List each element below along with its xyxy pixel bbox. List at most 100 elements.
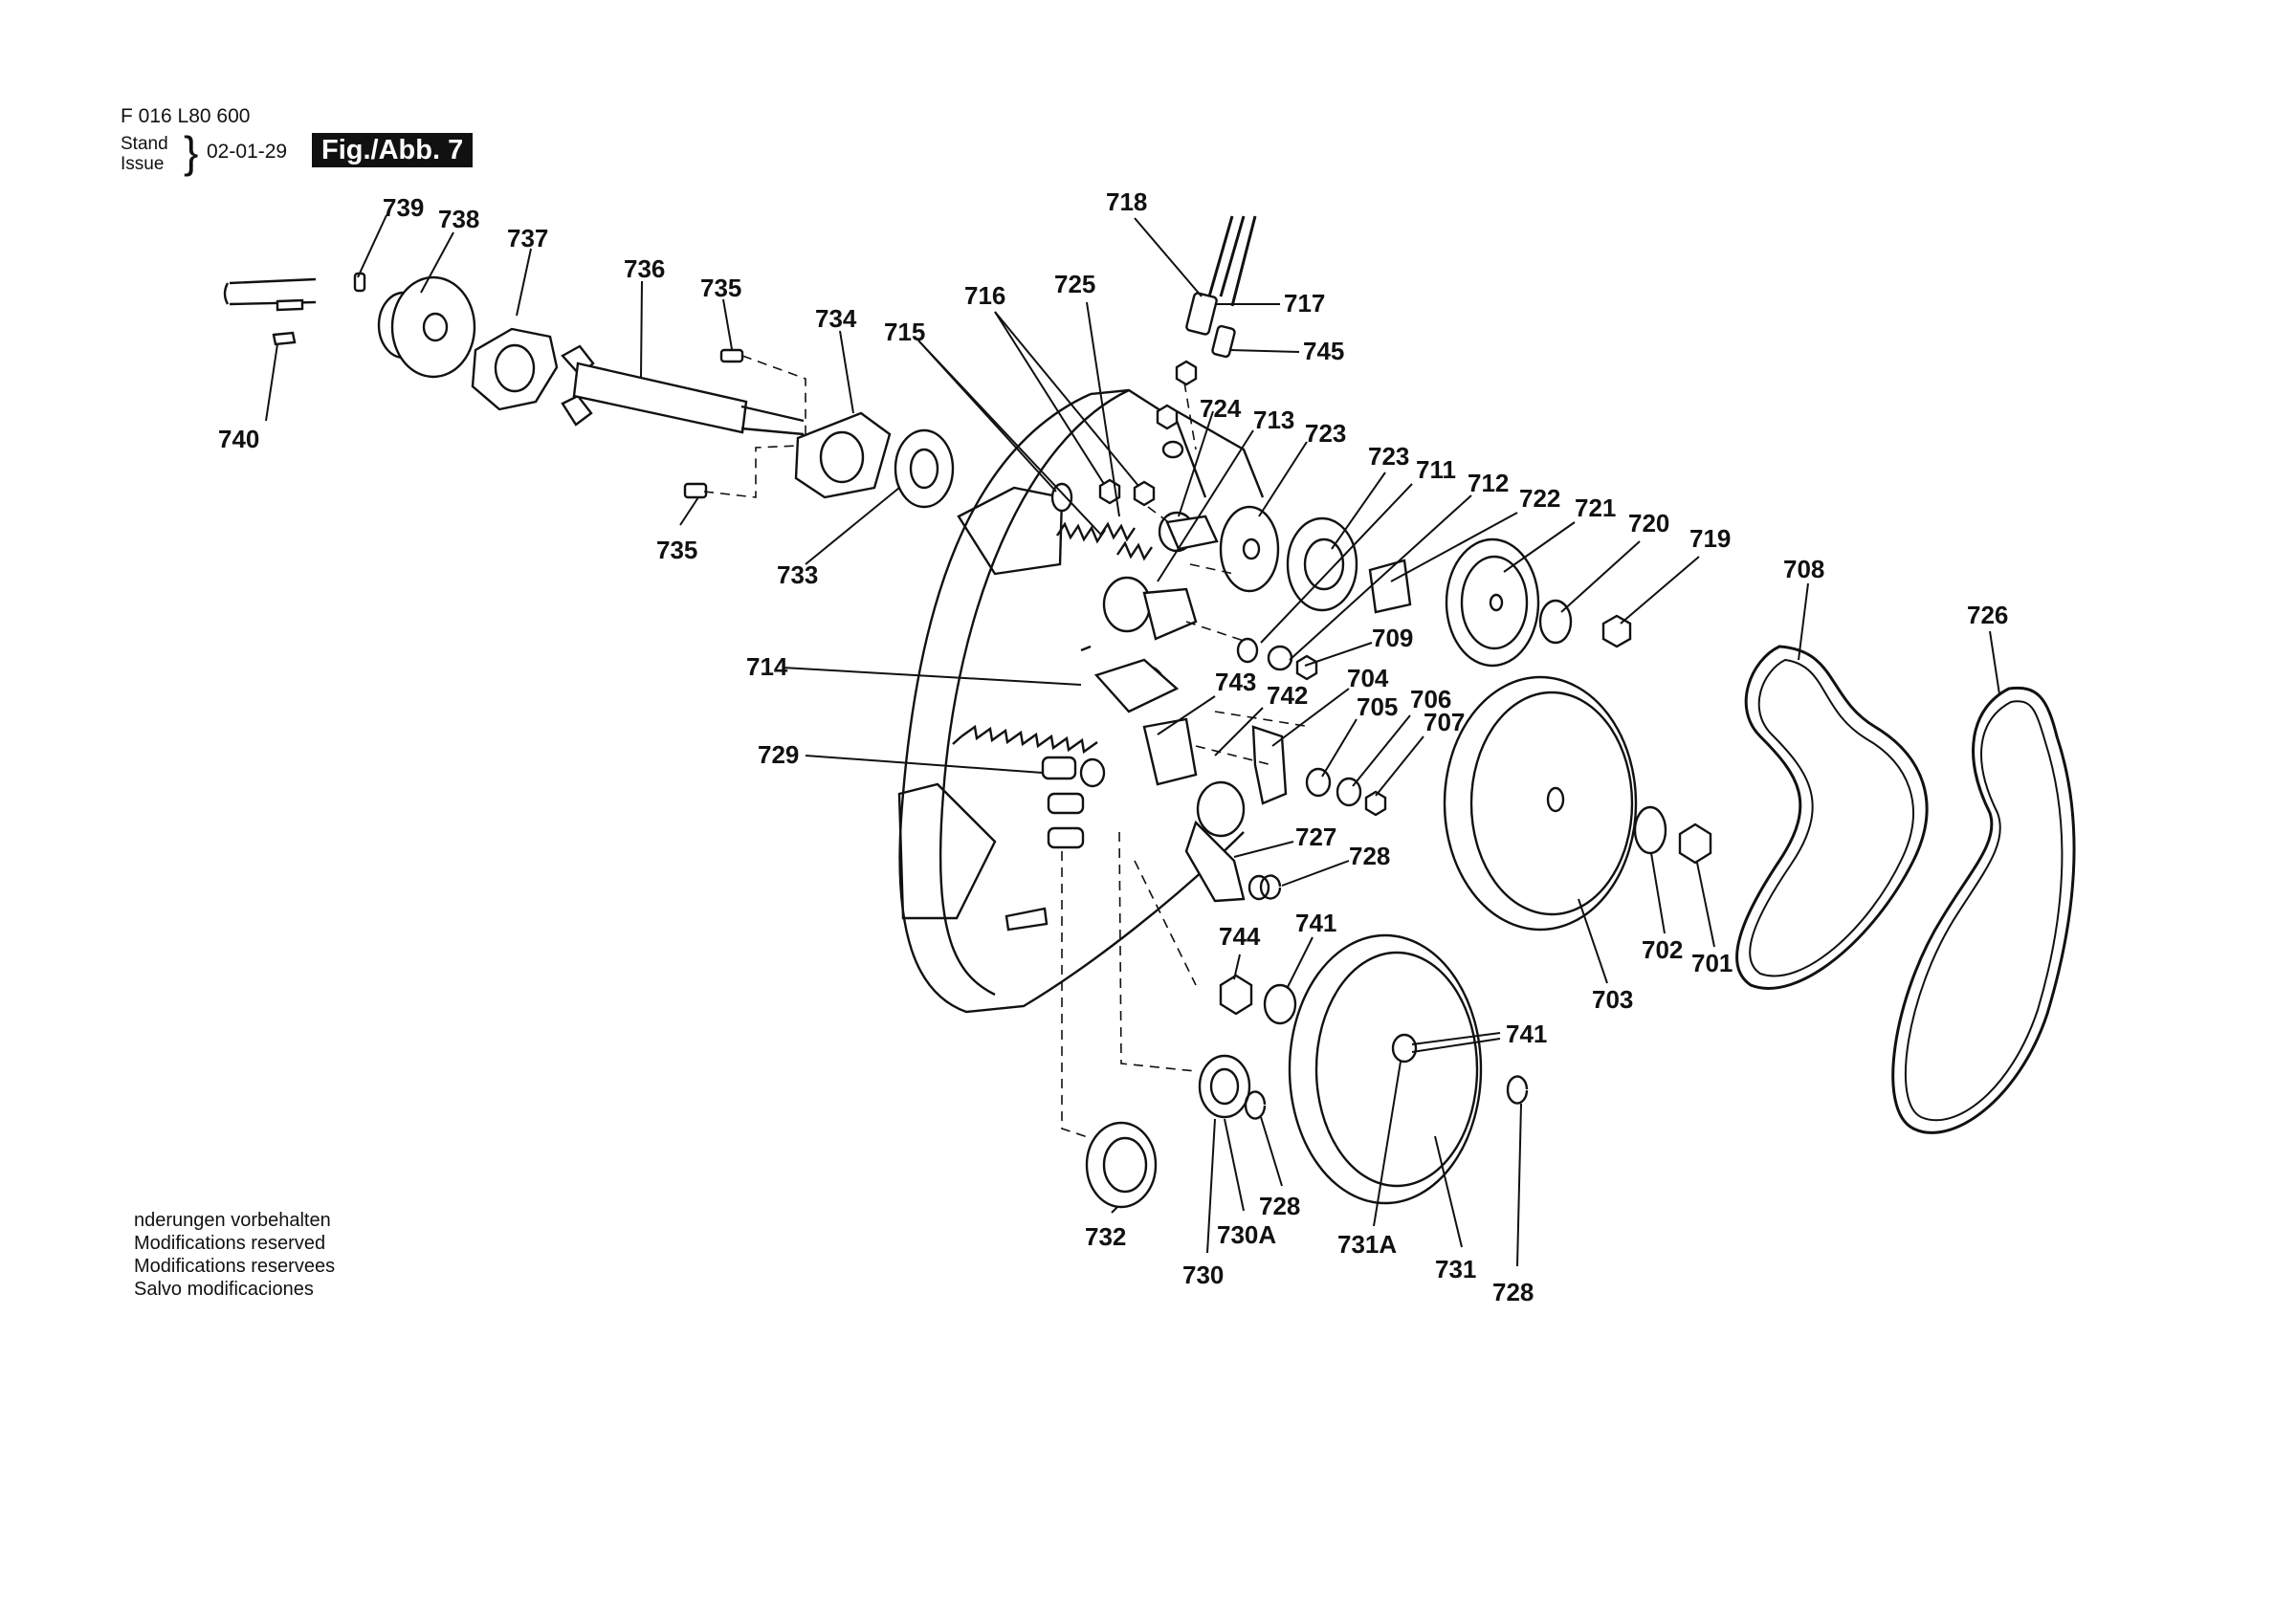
label-729: 729 bbox=[758, 740, 799, 769]
label-720: 720 bbox=[1628, 509, 1669, 537]
nut-707 bbox=[1364, 790, 1387, 817]
label-735-bottom: 735 bbox=[656, 536, 697, 564]
pulley-703-bore bbox=[1546, 786, 1565, 813]
leader-740 bbox=[265, 343, 278, 422]
housing-outer-edge bbox=[898, 392, 1245, 1014]
tensioner-group bbox=[952, 511, 1288, 932]
label-727: 727 bbox=[1295, 822, 1336, 851]
leader-736 bbox=[640, 280, 643, 379]
housing-rib bbox=[1176, 409, 1265, 498]
pulley-721-bore bbox=[1489, 593, 1504, 612]
tensioner-arm bbox=[1142, 587, 1198, 641]
washer-709a bbox=[1236, 637, 1259, 664]
label-731A: 731A bbox=[1337, 1230, 1397, 1259]
leader-741a bbox=[1287, 936, 1314, 988]
leader-721 bbox=[1503, 521, 1576, 573]
nut-709 bbox=[1295, 654, 1318, 681]
label-725: 725 bbox=[1054, 270, 1095, 298]
label-704: 704 bbox=[1347, 664, 1389, 692]
leader-729 bbox=[805, 755, 1044, 774]
gear-730-hub bbox=[1209, 1067, 1240, 1106]
label-730: 730 bbox=[1182, 1261, 1224, 1289]
bowden-cable bbox=[1207, 215, 1257, 307]
idler-pulley bbox=[1196, 780, 1246, 838]
idler-lever bbox=[1251, 725, 1288, 805]
pulley-group bbox=[1061, 505, 1712, 1209]
label-737: 737 bbox=[507, 224, 548, 252]
label-734: 734 bbox=[815, 304, 857, 333]
leader-701 bbox=[1696, 862, 1715, 948]
leader-735b bbox=[679, 496, 699, 526]
label-736: 736 bbox=[624, 254, 665, 283]
leader-706 bbox=[1352, 714, 1411, 787]
screw-lower bbox=[683, 482, 708, 499]
leader-lines bbox=[265, 214, 2000, 1267]
label-724: 724 bbox=[1200, 394, 1242, 423]
tensioner-pulley-small bbox=[1102, 576, 1152, 633]
label-741-upper: 741 bbox=[1295, 909, 1336, 937]
leader-731 bbox=[1434, 1135, 1463, 1248]
nut-744 bbox=[1219, 974, 1253, 1016]
label-743: 743 bbox=[1215, 668, 1256, 696]
label-713: 713 bbox=[1253, 406, 1294, 434]
label-742: 742 bbox=[1267, 681, 1308, 710]
bushing-731A bbox=[1391, 1033, 1418, 1064]
housing-inner-edge bbox=[938, 388, 1130, 997]
label-726: 726 bbox=[1967, 601, 2008, 629]
figure-label: Fig./Abb. 7 bbox=[312, 133, 474, 167]
leader-738 bbox=[420, 231, 454, 294]
label-705: 705 bbox=[1357, 692, 1398, 721]
leader-719 bbox=[1620, 556, 1700, 625]
bearing-flange-bore bbox=[819, 430, 865, 484]
modification-notes: nderungen vorbehalten Modifications rese… bbox=[134, 1209, 335, 1301]
leader-723b bbox=[1331, 472, 1386, 550]
leader-739 bbox=[357, 214, 387, 278]
leader-742 bbox=[1214, 707, 1264, 757]
note-spanish: Salvo modificaciones bbox=[134, 1279, 314, 1300]
label-721: 721 bbox=[1575, 493, 1616, 522]
washer-741 bbox=[1263, 983, 1297, 1025]
label-706: 706 bbox=[1410, 685, 1451, 713]
coupling-hub-bore bbox=[422, 312, 449, 342]
label-715: 715 bbox=[884, 318, 925, 346]
leader-728c bbox=[1516, 1103, 1522, 1267]
leader-709 bbox=[1304, 642, 1373, 667]
leader-715b bbox=[917, 340, 1101, 535]
cable-group bbox=[1050, 215, 1257, 551]
coupling-spider-center bbox=[494, 343, 536, 393]
leader-720 bbox=[1560, 540, 1641, 613]
leader-724 bbox=[1178, 410, 1214, 517]
nut-upper bbox=[1156, 404, 1179, 430]
washer-upper bbox=[1161, 440, 1184, 459]
roll-pin bbox=[353, 272, 366, 293]
nut-725 bbox=[1133, 480, 1156, 507]
leader-708 bbox=[1798, 582, 1809, 661]
shaft-thread bbox=[740, 405, 805, 436]
label-730A: 730A bbox=[1217, 1220, 1276, 1249]
leader-734 bbox=[839, 330, 854, 414]
shaft-key bbox=[276, 298, 304, 312]
leader-707 bbox=[1375, 735, 1424, 797]
gear-guide-lines bbox=[1061, 831, 1197, 1139]
leader-714 bbox=[782, 667, 1082, 686]
leader-745 bbox=[1229, 349, 1300, 353]
belt-housing-group bbox=[897, 388, 1265, 1014]
cable-nipple bbox=[1211, 324, 1236, 359]
washer-705 bbox=[1305, 767, 1332, 798]
stand-issue-labels: Stand Issue bbox=[121, 134, 168, 174]
spacer-upper bbox=[1047, 792, 1085, 815]
idler-plate bbox=[1093, 658, 1180, 713]
spacer-tube-722 bbox=[1368, 559, 1412, 614]
label-728-lower: 728 bbox=[1259, 1192, 1300, 1220]
screw-upper bbox=[719, 348, 744, 363]
document-number: F 016 L80 600 bbox=[121, 105, 251, 127]
label-741-right: 741 bbox=[1506, 1020, 1547, 1048]
leader-713 bbox=[1157, 429, 1254, 582]
v-belt-708-inner bbox=[1749, 658, 1914, 977]
spring-left bbox=[1056, 521, 1106, 544]
ball-bearing-bore bbox=[909, 448, 939, 490]
label-728-upper: 728 bbox=[1349, 842, 1390, 870]
adjust-screw bbox=[1004, 907, 1049, 932]
issue-label: Issue bbox=[121, 154, 165, 174]
